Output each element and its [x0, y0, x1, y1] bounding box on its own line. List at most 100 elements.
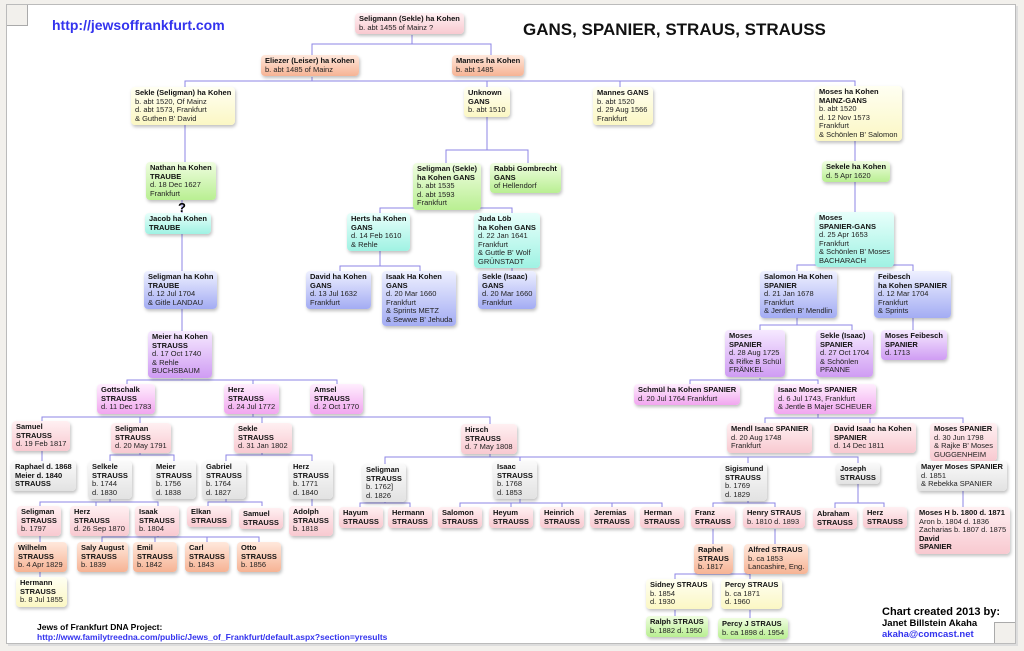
person-name: Herts ha Kohen	[351, 214, 407, 223]
person-detail: STRAUSS	[74, 515, 110, 525]
person-detail: b. 1818	[293, 524, 319, 533]
person-detail: Meier d. 1840	[15, 470, 63, 480]
person-name: Moses H b. 1800 d. 1871	[919, 508, 1005, 517]
page-corner-fold	[994, 622, 1015, 643]
person-name: Percy STRAUS	[725, 580, 779, 589]
person-detail: d. 1838	[156, 487, 182, 497]
person-detail: SPANIER	[834, 432, 867, 442]
person-detail: of Hellendorf	[494, 181, 537, 190]
person-name: Hermann	[20, 578, 53, 587]
person-detail: STRAUSS	[189, 551, 225, 561]
person-name: David Isaac ha Kohen	[834, 424, 912, 433]
person-detail: d. 11 Dec 1783	[101, 402, 152, 411]
person-detail: STRAUSS	[442, 516, 478, 526]
person-detail: d. 1826	[366, 490, 392, 500]
person-name: Hirsch	[465, 425, 489, 434]
person-name: Alfred STRAUS	[748, 545, 803, 554]
person-name: David ha Kohen	[310, 272, 367, 281]
person-name: Moses Feibesch	[885, 331, 943, 340]
person-name: Jacob ha Kohen	[149, 214, 207, 223]
person-detail: b. 8 Jul 1855	[20, 595, 63, 604]
person-name: Moses	[819, 213, 843, 222]
person-name: Heyum	[493, 508, 519, 517]
person-detail: Frankfurt	[478, 239, 509, 249]
person-detail: d. 29 Aug 1566	[597, 105, 648, 114]
credit-email-link[interactable]: akaha@comcast.net	[882, 629, 974, 640]
person-detail: Frankfurt	[482, 297, 513, 307]
person-detail: & Rehle	[152, 357, 179, 367]
person-detail: & Gitle LANDAU	[148, 297, 204, 307]
person-name: Seligman	[115, 424, 149, 433]
person-detail: d. 24 Jul 1772	[228, 402, 276, 411]
person-detail: & Sprints METZ	[386, 306, 439, 315]
person-name: Sekele ha Kohen	[826, 162, 887, 171]
person-name: Sigismund	[725, 464, 764, 473]
person-detail: & Jentle B Majer SCHEUER	[778, 402, 872, 411]
person-name: Herz	[867, 508, 884, 517]
person-name: Carl	[189, 543, 204, 552]
uncertain-link-marker: ?	[178, 200, 186, 215]
person-detail: STRAUSS	[18, 551, 54, 561]
person-detail: Aron b. 1804 d. 1836	[919, 516, 990, 526]
person-detail: Zacharias b. 1807 d. 1875	[919, 525, 1007, 534]
person-name: Hayum	[343, 508, 369, 517]
site-link[interactable]: http://jewsoffrankfurt.com	[52, 17, 225, 33]
person-detail: b. 1854	[650, 588, 676, 598]
person-detail: b. 1769	[725, 481, 751, 490]
person-detail: d. 1827	[206, 487, 232, 497]
person-detail: b. 1764	[206, 479, 232, 488]
person-detail: ha Kohen SPANIER	[878, 280, 948, 290]
person-detail: Frankfurt	[417, 198, 448, 207]
person-detail: d. 6 Jul 1743, Frankfurt	[778, 393, 856, 403]
dna-project-link[interactable]: http://www.familytreedna.com/public/Jews…	[37, 632, 388, 642]
person-detail: d. 1851	[921, 470, 947, 480]
person-detail: STRAUS	[698, 553, 729, 563]
person-detail: STRAUSS	[191, 515, 227, 525]
person-detail: Frankfurt	[819, 121, 850, 130]
person-detail: d. 12 Mar 1704	[878, 289, 929, 298]
person-detail: STRAUSS	[343, 516, 379, 526]
person-detail: STRAUSS	[152, 340, 188, 350]
person-detail: Frankfurt	[764, 297, 795, 307]
person-detail: b. abt 1455 of Mainz ?	[359, 22, 434, 32]
person-name: Mannes GANS	[597, 88, 649, 97]
person-name: Feibesch	[878, 272, 911, 281]
person-detail: STRAUSS	[137, 551, 173, 561]
person-detail: STRAUSS	[840, 472, 876, 482]
person-detail: d. 20 Mar 1660	[386, 289, 437, 298]
person-detail: d. 31 Jan 1802	[238, 441, 288, 450]
person-detail: STRAUSS	[101, 393, 137, 403]
person-detail: b. 1843	[189, 560, 215, 569]
person-detail: b. 4 Apr 1829	[18, 560, 63, 569]
person-detail: SPANIER-GANS	[819, 221, 876, 231]
person-detail: STRAUSS	[243, 517, 279, 527]
person-detail: GRÜNSTADT	[478, 256, 525, 266]
person-name: Mannes ha Kohen	[456, 56, 521, 65]
person-detail: Frankfurt	[878, 297, 909, 307]
page-corner-fold	[7, 5, 28, 26]
person-name: Juda Löb	[478, 214, 512, 223]
person-detail: STRAUSS	[16, 430, 52, 440]
person-detail: STRAUSS	[15, 479, 51, 488]
